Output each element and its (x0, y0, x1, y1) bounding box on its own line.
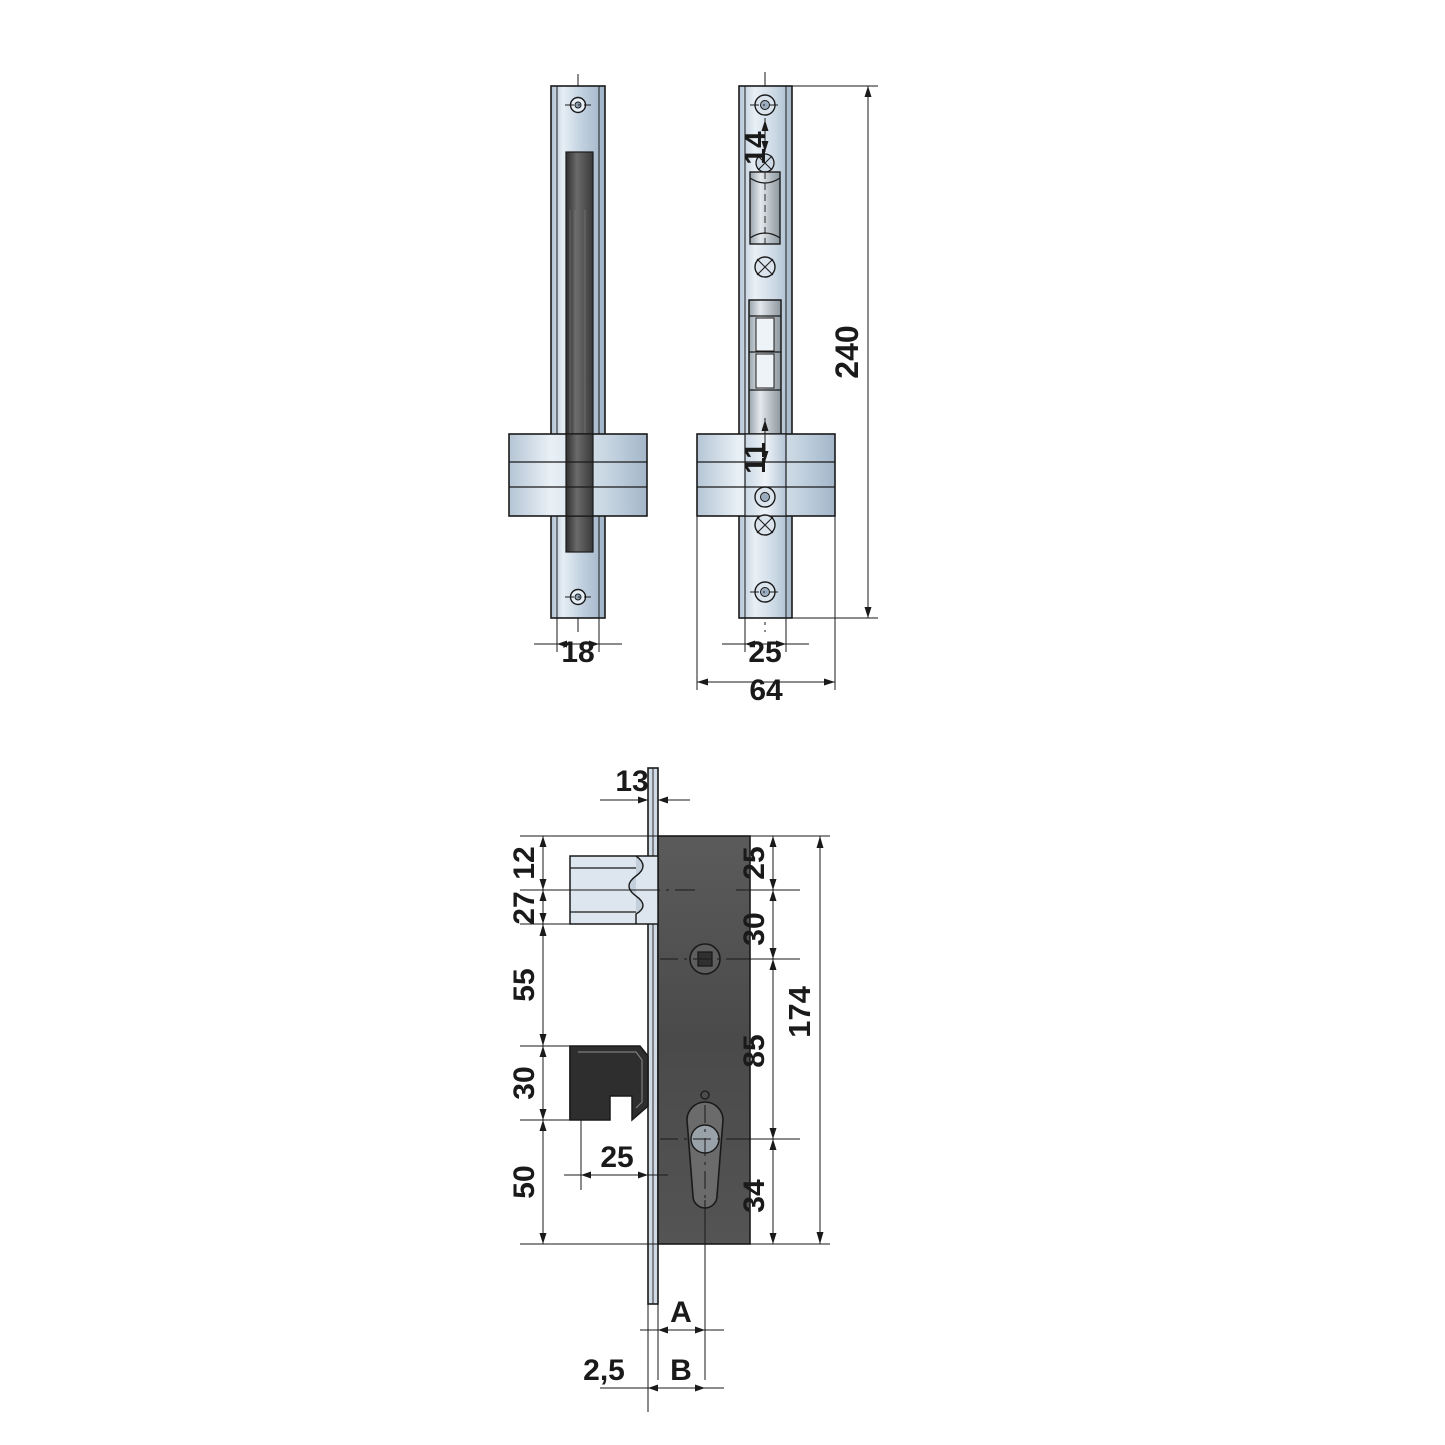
dimension-label-27: 27 (508, 891, 541, 924)
dimension-18: 18 (534, 618, 622, 669)
view-side-section: 13 12 27 (508, 765, 830, 1412)
dimension-25-right: 25 (738, 836, 777, 890)
dimension-label-2-5: 2,5 (583, 1354, 625, 1387)
dimension-30-left: 30 (508, 1046, 547, 1120)
dimension-label-55: 55 (508, 968, 541, 1001)
handle-block-right (696, 433, 836, 517)
faceplate-edges (744, 86, 787, 618)
dimension-label-13: 13 (615, 765, 648, 798)
screw-mid-right (754, 256, 776, 278)
dimension-label-30-right: 30 (738, 912, 771, 945)
dimension-55: 55 (508, 924, 547, 1046)
dimension-64: 64 (696, 516, 836, 707)
dimension-label-B: B (670, 1354, 692, 1387)
dimension-174: 174 (782, 836, 824, 1244)
dimension-B: B (632, 1304, 724, 1412)
handle-block-left (508, 433, 648, 517)
hook-bolt-lower (569, 1045, 649, 1122)
screw-lower1-right (754, 486, 776, 508)
view-faceplate: 14 11 25 (696, 72, 878, 707)
dimension-label-85: 85 (738, 1034, 771, 1067)
screw-hole-bottom-left (565, 588, 591, 606)
hook-bolt-assembly (749, 153, 781, 245)
dimension-label-12: 12 (508, 846, 541, 879)
screw-hole-top-left (565, 96, 591, 114)
dimension-label-11: 11 (739, 442, 772, 474)
dimension-2-5: 2,5 (583, 1354, 648, 1389)
dimension-14: 14 (739, 118, 772, 165)
dimension-13: 13 (600, 765, 690, 845)
dimension-label-25-bolt: 25 (600, 1141, 633, 1174)
dimension-label-240: 240 (829, 325, 865, 378)
insert-hatch (569, 210, 586, 470)
dimension-label-30-left: 30 (508, 1066, 541, 1099)
dimension-25-top: 25 (722, 618, 809, 669)
screw-top-right (750, 94, 780, 116)
extension-lines-right (736, 835, 830, 1245)
dimension-50: 50 (508, 1120, 547, 1244)
dimension-label-64: 64 (749, 674, 783, 707)
dimension-label-A: A (670, 1296, 692, 1329)
dimension-240: 240 (792, 85, 878, 619)
dimension-label-174: 174 (782, 985, 817, 1037)
dimension-12: 12 (508, 836, 547, 890)
dimension-label-34: 34 (738, 1179, 771, 1213)
dimension-30-right: 30 (738, 890, 777, 959)
lock-body-left-edges (556, 86, 600, 618)
dimension-label-14: 14 (739, 131, 772, 165)
dimension-label-25-top: 25 (748, 636, 781, 669)
dimension-25-bolt: 25 (564, 1120, 668, 1190)
dimension-34: 34 (738, 1139, 777, 1244)
dimension-27: 27 (508, 890, 547, 925)
dimension-85: 85 (738, 959, 777, 1139)
cylinder-keyhole (660, 1090, 790, 1355)
dimension-label-18: 18 (561, 636, 594, 669)
screw-lower2-right (754, 514, 776, 536)
dimension-11: 11 (739, 418, 772, 474)
dimension-label-25-right: 25 (738, 846, 771, 879)
dimension-label-50: 50 (508, 1165, 541, 1198)
screw-bottom-right (750, 581, 780, 603)
dimension-A: A (640, 1200, 724, 1380)
view-edge-narrow: 18 (508, 74, 648, 669)
